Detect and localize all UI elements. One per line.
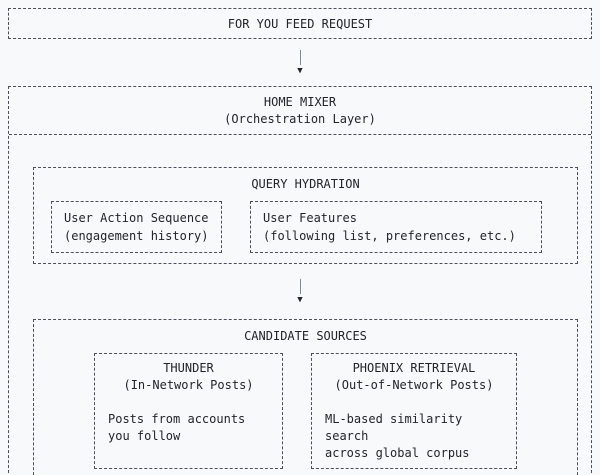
arrow-line <box>299 278 301 294</box>
user-features-label: User Features <box>263 211 357 225</box>
home-mixer-title: HOME MIXER <box>263 95 337 109</box>
candidate-sources-box: CANDIDATE SOURCES THUNDER (In-Network Po… <box>33 319 578 475</box>
arrow-down-icon: ▼ <box>297 294 303 305</box>
flow-arrow-2: ▼ <box>9 264 591 319</box>
flow-arrow-1: ▼ <box>0 39 600 86</box>
feed-request-box: FOR YOU FEED REQUEST <box>8 8 592 39</box>
phoenix-retrieval-box: PHOENIX RETRIEVAL (Out-of-Network Posts)… <box>311 353 517 469</box>
home-mixer-body: QUERY HYDRATION User Action Sequence (en… <box>9 135 591 475</box>
phoenix-retrieval-subtitle: (Out-of-Network Posts) <box>334 378 494 392</box>
candidate-sources-row: THUNDER (In-Network Posts) Posts from ac… <box>34 345 577 475</box>
thunder-subtitle: (In-Network Posts) <box>123 378 254 392</box>
phoenix-retrieval-description: ML-based similarity search across global… <box>325 412 470 460</box>
feed-request-title: FOR YOU FEED REQUEST <box>227 16 373 31</box>
user-action-sequence-label: User Action Sequence <box>64 211 209 225</box>
thunder-title: THUNDER <box>163 361 214 375</box>
phoenix-retrieval-title: PHOENIX RETRIEVAL <box>352 361 476 375</box>
user-action-sequence-box: User Action Sequence (engagement history… <box>51 201 222 253</box>
user-features-box: User Features (following list, preferenc… <box>250 201 542 253</box>
user-action-sequence-sublabel: (engagement history) <box>64 229 209 243</box>
spacer <box>312 394 516 411</box>
home-mixer-divider <box>9 134 591 135</box>
home-mixer-box: HOME MIXER (Orchestration Layer) QUERY H… <box>8 86 592 475</box>
query-hydration-box: QUERY HYDRATION User Action Sequence (en… <box>33 167 578 264</box>
arrow-down-icon: ▼ <box>297 65 303 76</box>
query-hydration-row: User Action Sequence (engagement history… <box>34 193 577 263</box>
candidate-sources-title: CANDIDATE SOURCES <box>244 329 367 343</box>
thunder-box: THUNDER (In-Network Posts) Posts from ac… <box>94 353 283 469</box>
query-hydration-title: QUERY HYDRATION <box>251 177 360 191</box>
arrow-line <box>299 49 301 65</box>
home-mixer-subtitle: (Orchestration Layer) <box>224 112 376 126</box>
thunder-description: Posts from accounts you follow <box>108 412 246 443</box>
spacer <box>95 394 282 411</box>
home-mixer-header: HOME MIXER (Orchestration Layer) <box>9 87 591 134</box>
user-features-sublabel: (following list, preferences, etc.) <box>263 229 516 243</box>
